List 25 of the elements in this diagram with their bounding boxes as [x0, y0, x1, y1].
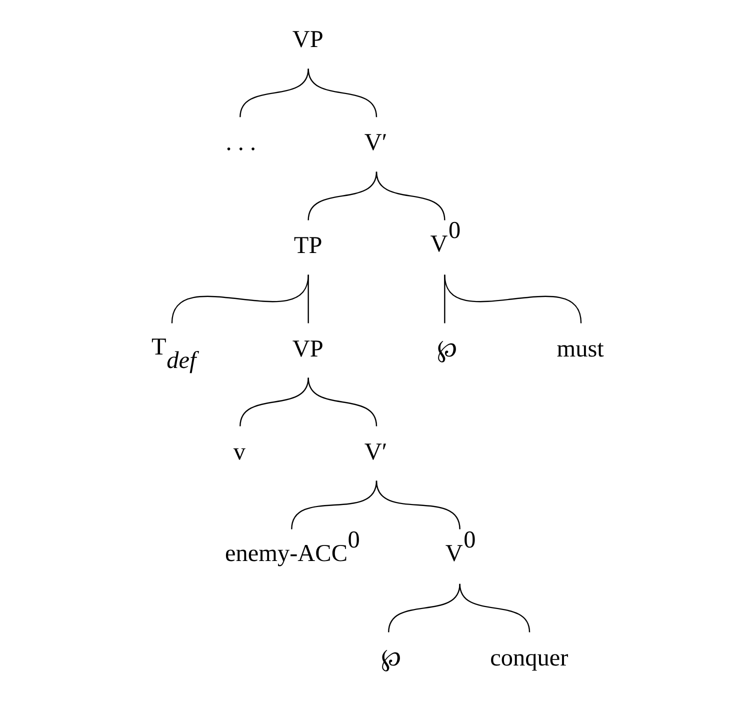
connector [444, 274, 582, 324]
connector [375, 480, 460, 530]
node-text: V′ [364, 129, 387, 156]
connector [388, 584, 460, 632]
connector [307, 68, 377, 118]
connector [290, 480, 377, 530]
connector [444, 274, 445, 324]
node-text: V′ [364, 438, 387, 466]
connector [375, 172, 445, 220]
connector [239, 68, 308, 118]
connector [239, 378, 308, 426]
node-text: must [556, 335, 604, 362]
node-text: VP [292, 335, 323, 362]
node-text: . . . [225, 129, 256, 156]
connector [307, 172, 377, 220]
connector [307, 378, 377, 426]
node-text: ℘ [380, 644, 401, 672]
node-text: ℘ [436, 335, 457, 362]
connector [458, 584, 530, 632]
node-text: VP [292, 26, 323, 54]
node-text: TP [293, 232, 322, 260]
node-text: conquer [490, 644, 568, 672]
node-text: v [232, 438, 245, 466]
connector [307, 274, 308, 324]
connector [170, 274, 308, 324]
